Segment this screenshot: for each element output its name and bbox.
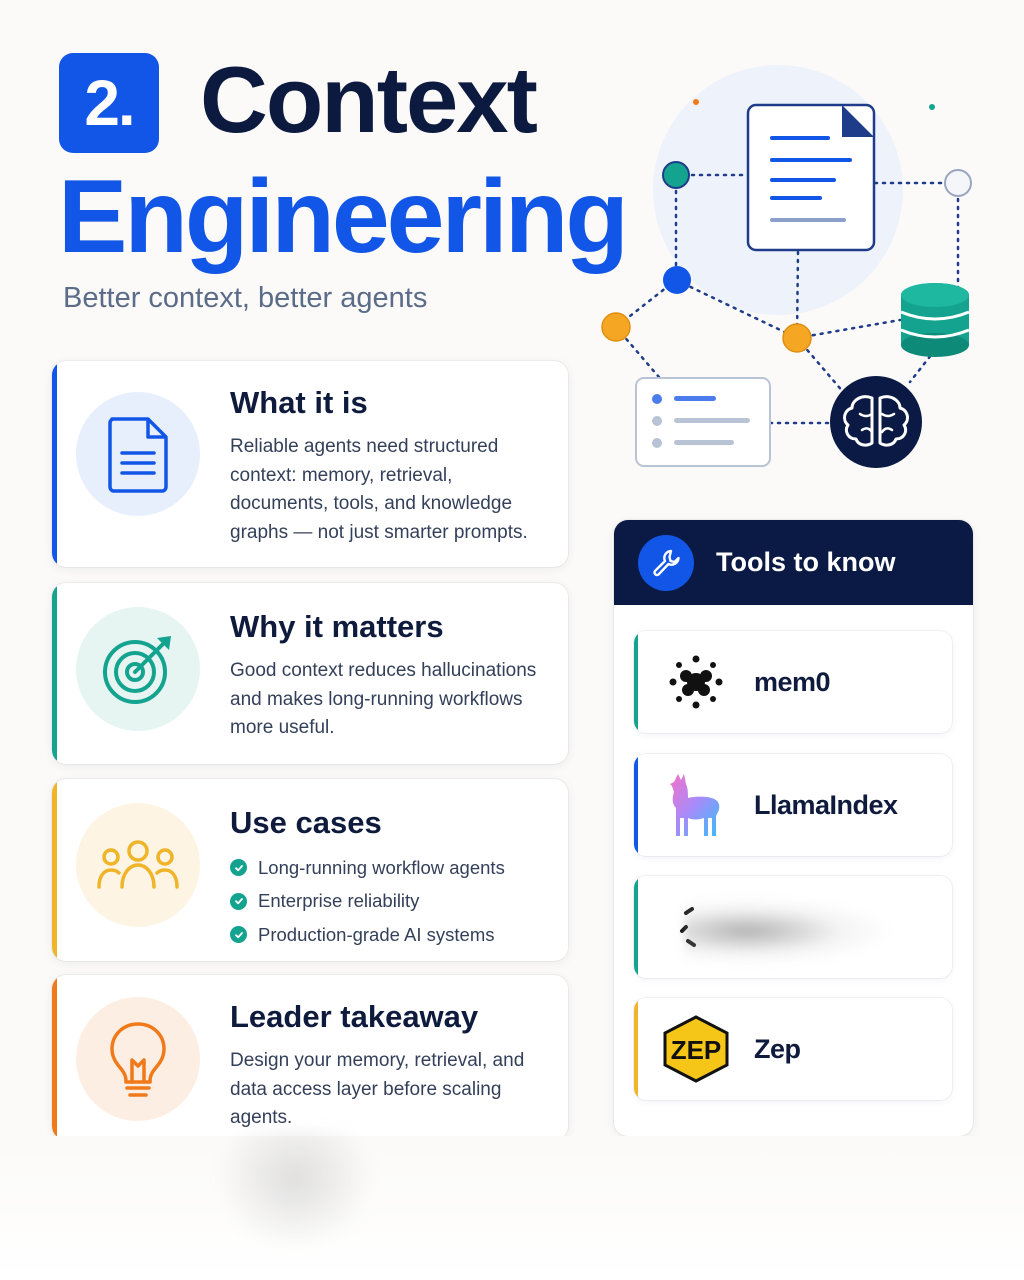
tools-header: Tools to know	[614, 520, 973, 605]
card-title: Leader takeaway	[230, 999, 479, 1034]
use-cases-card: Use cases Long-running workflow agents E…	[52, 779, 568, 961]
list-item: Long-running workflow agents	[230, 851, 505, 885]
check-icon	[230, 859, 247, 877]
llama-logo	[656, 770, 736, 840]
bottom-fade	[0, 1136, 1024, 1280]
list-item-label: Long-running workflow agents	[258, 856, 505, 878]
tool-zep[interactable]: ZEP Zep	[634, 998, 952, 1100]
tool-accent-stripe	[634, 754, 638, 856]
tool-blurred[interactable]	[634, 876, 952, 978]
accent-dot	[929, 104, 935, 110]
section-number: 2.	[84, 67, 135, 139]
node-orange	[601, 312, 631, 342]
card-body: Reliable agents need structured context:…	[230, 436, 528, 543]
node-blue	[663, 266, 691, 294]
list-item: Enterprise reliability	[230, 885, 505, 919]
list-item: Production-grade AI systems	[230, 918, 505, 952]
zep-logo: ZEP	[656, 1014, 736, 1084]
page-title-line1: Context	[200, 47, 538, 152]
mem0-logo	[656, 647, 736, 717]
node-orange	[782, 323, 812, 353]
list-item-label: Production-grade AI systems	[258, 923, 495, 945]
node-teal	[662, 161, 690, 189]
use-case-list: Long-running workflow agents Enterprise …	[230, 851, 505, 952]
document-icon	[76, 392, 200, 516]
tool-name: LlamaIndex	[754, 789, 898, 820]
target-icon	[76, 607, 200, 731]
card-title: What it is	[230, 385, 368, 420]
tool-accent-stripe	[634, 876, 638, 978]
page-subtitle: Better context, better agents	[63, 282, 428, 314]
tools-title: Tools to know	[716, 547, 896, 577]
leader-takeaway-card: Leader takeaway Design your memory, retr…	[52, 975, 568, 1140]
tool-name: mem0	[754, 666, 831, 697]
people-icon	[76, 803, 200, 927]
what-it-is-card: What it is Reliable agents need structur…	[52, 361, 568, 567]
node-grey	[944, 169, 972, 197]
page-title-line2: Engineering	[58, 159, 629, 275]
database-icon	[900, 283, 970, 357]
tool-accent-stripe	[634, 631, 638, 733]
brain-icon	[830, 376, 922, 468]
card-accent-stripe	[52, 975, 57, 1140]
tools-panel: Tools to know mem0	[614, 520, 973, 1136]
section-number-badge: 2.	[59, 53, 159, 153]
svg-text:ZEP: ZEP	[671, 1035, 722, 1065]
tool-accent-stripe	[634, 998, 638, 1100]
lightbulb-icon	[76, 997, 200, 1121]
obscured-region	[684, 896, 894, 966]
check-icon	[230, 926, 247, 944]
card-title: Use cases	[230, 805, 382, 840]
card-title: Why it matters	[230, 609, 444, 644]
card-accent-stripe	[52, 361, 57, 567]
tool-mem0[interactable]: mem0	[634, 631, 952, 733]
obscured-region	[215, 1130, 375, 1250]
tool-llamaindex[interactable]: LlamaIndex	[634, 754, 952, 856]
context-network-illustration	[601, 65, 972, 468]
tool-name: Zep	[754, 1033, 801, 1064]
accent-dot	[693, 99, 699, 105]
card-accent-stripe	[52, 779, 57, 961]
check-icon	[230, 892, 247, 910]
list-item-label: Enterprise reliability	[258, 890, 420, 912]
card-body: Design your memory, retrieval, and data …	[230, 1050, 525, 1128]
list-card-graphic	[635, 377, 771, 467]
card-accent-stripe	[52, 583, 57, 764]
document-card-graphic	[746, 103, 876, 252]
wrench-icon	[638, 534, 694, 591]
why-it-matters-card: Why it matters Good context reduces hall…	[52, 583, 568, 764]
card-body: Good context reduces hallucinations and …	[230, 660, 537, 738]
